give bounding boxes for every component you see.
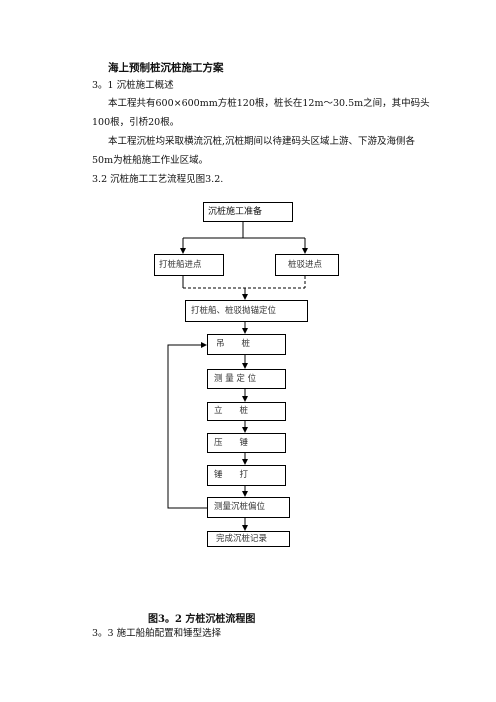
flow-box-stand: 立 桩 xyxy=(207,402,286,421)
flow-box-record: 完成沉桩记录 xyxy=(207,531,290,547)
section-heading-3-1: 3。1 沉桩施工概述 xyxy=(92,80,174,91)
flow-box-pile-barge: 桩驳进点 xyxy=(275,254,339,276)
figure-caption: 图3。2 方桩沉桩流程图 xyxy=(148,614,256,625)
paragraph-1-line-2: 100根，引桥20根。 xyxy=(92,117,180,128)
document-title: 海上预制桩沉桩施工方案 xyxy=(108,62,224,74)
flow-box-anchor: 打桩船、桩驳抛锚定位 xyxy=(185,300,308,322)
flow-box-sink: 锤 打 xyxy=(207,465,286,486)
flow-box-pile-ship: 打桩船进点 xyxy=(154,254,224,276)
flow-box-press-hammer: 压 锤 xyxy=(207,433,286,453)
flow-box-measure-locate: 测 量 定 位 xyxy=(207,369,286,389)
section-heading-3-2: 3.2 沉桩施工工艺流程见图3.2. xyxy=(92,174,224,185)
loop-back-arrow xyxy=(167,342,208,509)
flow-box-check-offset: 测量沉桩偏位 xyxy=(207,497,290,518)
section-heading-3-3: 3。3 施工船舶配置和锤型选择 xyxy=(92,628,222,639)
paragraph-1-line-1: 本工程共有600×600mm方桩120根，桩长在12m～30.5m之间，其中码头 xyxy=(108,98,430,109)
flow-box-hang: 吊 桩 xyxy=(207,334,286,355)
flow-box-prep: 沉桩施工准备 xyxy=(203,202,293,222)
paragraph-2-line-2: 50m为桩船施工作业区域。 xyxy=(92,155,209,166)
paragraph-2-line-1: 本工程沉桩均采取横流沉桩,沉桩期间以待建码头区域上游、下游及海侧各 xyxy=(108,136,416,147)
